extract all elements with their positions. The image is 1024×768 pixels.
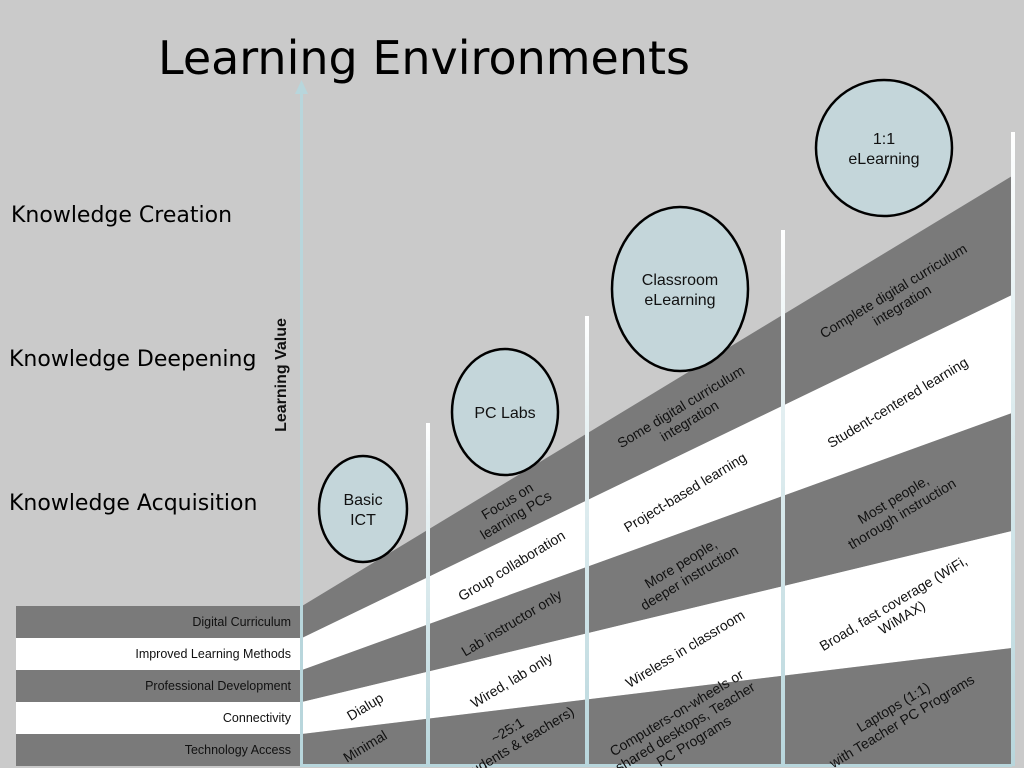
band-3 [302,531,1012,734]
learning-value-axis [295,80,308,766]
stage-bubble-1: PC Labs [450,347,560,477]
stage-divider-2 [781,230,785,766]
stage-divider-0 [426,423,430,766]
band-4 [302,648,1012,766]
bubble-shape [814,78,954,218]
bubble-shape [610,205,750,373]
diagonal-bands [302,176,1012,766]
stage-dividers [426,132,1015,766]
row-label-box-4 [16,734,302,766]
bubble-shape [317,454,409,564]
stage-divider-1 [585,316,589,766]
level-knowledge-creation: Knowledge Creation [11,203,232,228]
level-knowledge-acquisition: Knowledge Acquisition [9,491,257,516]
row-label-box-3 [16,702,302,734]
band-2 [302,413,1012,702]
stage-divider-3 [1011,132,1015,766]
row-label-box-0 [16,606,302,638]
y-axis-label: Learning Value [273,318,290,432]
bubble-label: PC Labs [474,405,535,422]
level-knowledge-deepening: Knowledge Deepening [9,347,256,372]
row-label-3: Connectivity [223,711,292,725]
row-label-1: Improved Learning Methods [135,647,291,661]
row-label-box-2 [16,670,302,702]
baseline [300,764,1012,767]
band-1 [302,295,1012,670]
band-0 [302,176,1012,638]
row-label-2: Professional Development [145,679,291,693]
page-title: Learning Environments [158,31,690,85]
row-label-0: Digital Curriculum [192,615,291,629]
row-label-4: Technology Access [185,743,291,757]
bubble-shape [450,347,560,477]
row-label-box-1 [16,638,302,670]
